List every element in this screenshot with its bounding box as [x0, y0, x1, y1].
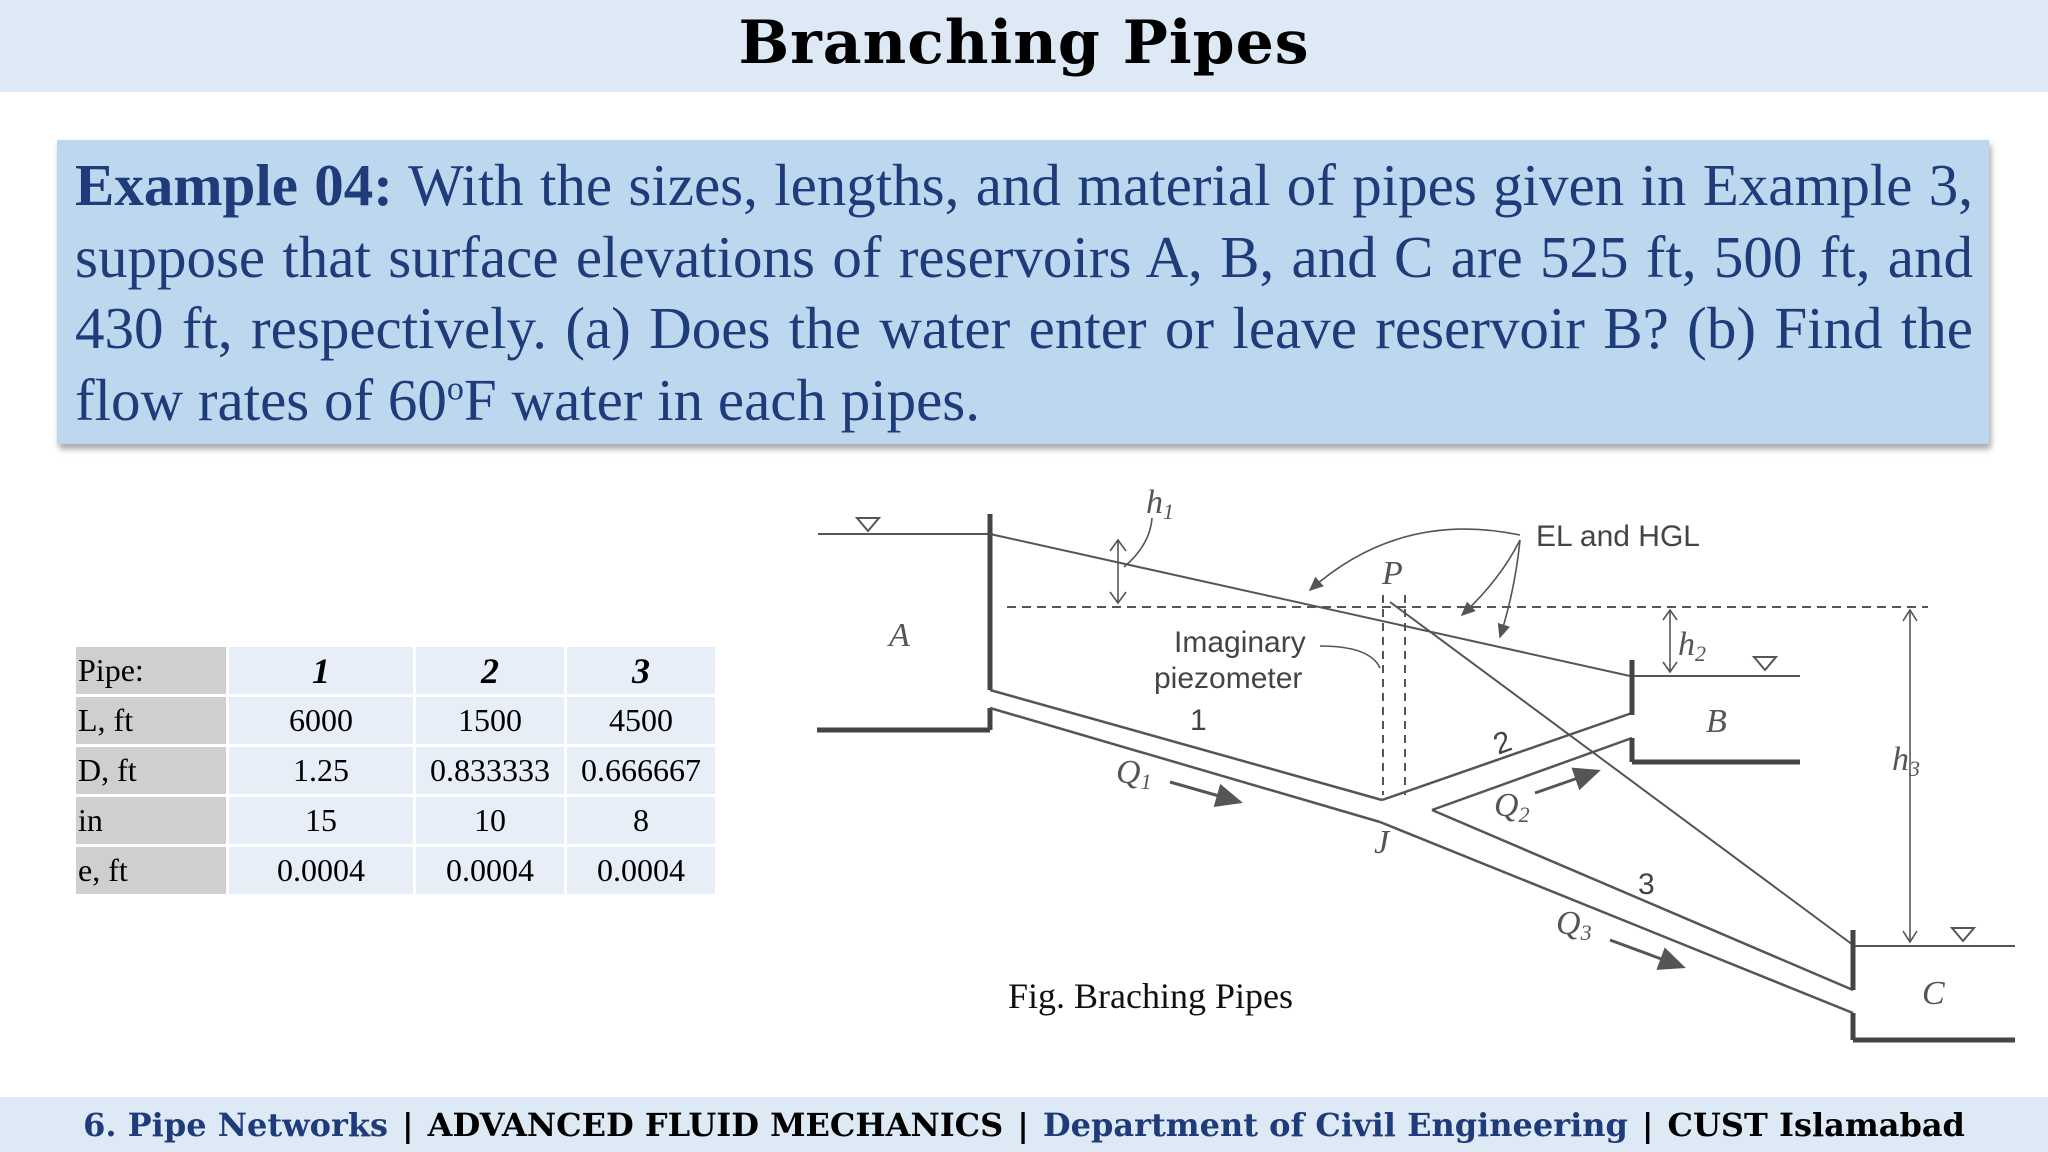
label-h1: h1	[1146, 484, 1174, 524]
slide-title: Branching Pipes	[738, 8, 1310, 78]
footer-separator: |	[1017, 1106, 1029, 1144]
table-row: L, ft 6000 1500 4500	[76, 697, 715, 744]
footer-separator: |	[1641, 1106, 1654, 1144]
label-q3: Q3	[1556, 905, 1592, 945]
label-p: P	[1381, 555, 1403, 592]
table-cell: 0.833333	[416, 747, 564, 794]
table-cell: 10	[416, 797, 564, 844]
table-row: in 15 10 8	[76, 797, 715, 844]
problem-body: With the sizes, lengths, and material of…	[75, 152, 1973, 433]
table-cell: 4500	[567, 697, 715, 744]
footer-bar: 6. Pipe Networks | ADVANCED FLUID MECHANIC…	[0, 1097, 2048, 1152]
label-h3: h3	[1892, 741, 1920, 781]
table-cell: 1.25	[229, 747, 413, 794]
footer-department: Department of Civil Engineering	[1042, 1106, 1628, 1144]
problem-statement: Example 04: With the sizes, lengths, and…	[75, 150, 1973, 436]
table-row-label: D, ft	[76, 747, 226, 794]
pipe-3-bottom	[1379, 820, 1854, 1015]
table-cell: 15	[229, 797, 413, 844]
footer-institution: CUST Islamabad	[1667, 1106, 1965, 1144]
table-header-cell: 1	[229, 647, 413, 694]
label-q2: Q2	[1494, 787, 1530, 827]
degree-mark: o	[446, 369, 464, 407]
flow-arrow-q2	[1534, 767, 1601, 795]
table-header-cell: 2	[416, 647, 564, 694]
table-cell: 6000	[229, 697, 413, 744]
footer-text: 6. Pipe Networks | ADVANCED FLUID MECHANIC…	[0, 1106, 2048, 1144]
table-cell: 0.0004	[567, 847, 715, 894]
table-row-label: in	[76, 797, 226, 844]
pipe-1-bottom	[989, 706, 1381, 824]
problem-body-end: F water in each pipes.	[463, 366, 980, 433]
problem-statement-box: Example 04: With the sizes, lengths, and…	[57, 140, 1989, 444]
energy-grade-line	[989, 533, 1631, 677]
label-h2: h2	[1678, 626, 1706, 666]
hgl-to-c-line	[1389, 601, 1854, 946]
table-row-label: e, ft	[76, 847, 226, 894]
table-cell: 0.0004	[416, 847, 564, 894]
pipe-2-top	[1381, 711, 1633, 802]
label-imaginary: Imaginary	[1174, 626, 1306, 659]
example-label: Example 04:	[75, 152, 393, 218]
table-header-row: Pipe: 1 2 3	[76, 647, 715, 694]
figure-caption: Fig. Braching Pipes	[1008, 976, 1293, 1016]
pipe-3-top	[1431, 808, 1854, 992]
label-pipe-3: 3	[1638, 868, 1655, 901]
table-row: D, ft 1.25 0.833333 0.666667	[76, 747, 715, 794]
label-piezometer: piezometer	[1154, 662, 1302, 695]
pipe-1-top	[989, 688, 1383, 802]
table-row: e, ft 0.0004 0.0004 0.0004	[76, 847, 715, 894]
pipe-data-table: Pipe: 1 2 3 L, ft 6000 1500 4500 D, ft 1…	[73, 644, 718, 897]
label-pipe-1: 1	[1190, 704, 1207, 737]
flow-arrow-q1	[1169, 780, 1243, 807]
label-reservoir-c: C	[1922, 975, 1945, 1012]
title-bar: Branching Pipes	[0, 0, 2048, 92]
label-reservoir-a: A	[887, 617, 910, 654]
table-row-label: L, ft	[76, 697, 226, 744]
footer-separator: |	[402, 1106, 414, 1144]
branching-pipes-diagram: h1 EL and HGL P A Imaginary piezometer h…	[817, 484, 2015, 1043]
water-surface-symbol	[854, 517, 882, 533]
label-j: J	[1374, 824, 1391, 861]
footer-chapter: 6. Pipe Networks	[83, 1106, 389, 1144]
table-cell: 0.0004	[229, 847, 413, 894]
pipe-2-bottom	[1431, 736, 1633, 812]
label-pipe-2: 2	[1489, 725, 1516, 762]
label-reservoir-b: B	[1706, 703, 1727, 740]
table-header-cell: Pipe:	[76, 647, 226, 694]
label-q1: Q1	[1116, 754, 1152, 794]
table-cell: 8	[567, 797, 715, 844]
table-cell: 1500	[416, 697, 564, 744]
flow-arrow-q3	[1609, 938, 1686, 970]
footer-course: ADVANCED FLUID MECHANICS	[427, 1106, 1004, 1144]
label-el-hgl: EL and HGL	[1536, 520, 1700, 553]
table-cell: 0.666667	[567, 747, 715, 794]
table-header-cell: 3	[567, 647, 715, 694]
